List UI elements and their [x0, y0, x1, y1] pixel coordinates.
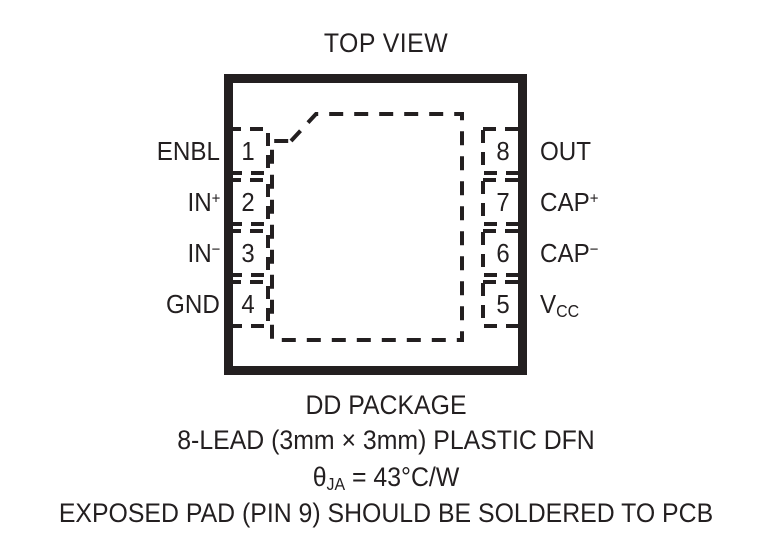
- diagram-title: TOP VIEW: [323, 28, 449, 58]
- package-left-rail: [224, 74, 233, 375]
- caption-exposed-pad-note: EXPOSED PAD (PIN 9) SHOULD BE SOLDERED T…: [58, 498, 714, 528]
- pin-label-in-plus-sup: +: [211, 189, 220, 208]
- pin-label-out-text: OUT: [540, 136, 592, 166]
- pin-number-8: 8: [496, 136, 510, 166]
- pin-label-in-minus-sup: −: [211, 240, 220, 259]
- caption-package-name: DD PACKAGE: [305, 390, 467, 420]
- pin-label-cap-plus: CAP+: [540, 180, 598, 224]
- pin-label-cap-minus: CAP−: [540, 231, 598, 275]
- theta-subscript: JA: [326, 473, 346, 494]
- pin-label-gnd-text: GND: [166, 289, 220, 319]
- pin-label-cap-plus-sup: +: [589, 189, 599, 208]
- pin-label-cap-minus-text: CAP: [540, 238, 590, 268]
- pin-label-out: OUT: [540, 129, 591, 173]
- pin-label-gnd: GND: [166, 282, 220, 326]
- theta-value: = 43°C/W: [345, 462, 460, 492]
- pin-label-vcc-text: V: [540, 289, 557, 319]
- package-body-outline: [224, 74, 527, 375]
- pin-number-5: 5: [496, 289, 510, 319]
- pin-label-vcc-sub: CC: [556, 300, 580, 321]
- pin-label-vcc: VCC: [540, 282, 579, 326]
- pin-number-2: 2: [241, 187, 255, 217]
- pin-label-cap-minus-sup: −: [589, 240, 599, 259]
- package-right-rail: [518, 74, 527, 375]
- pin-label-enbl-text: ENBL: [156, 136, 220, 166]
- pin-label-in-plus-text: IN: [187, 187, 212, 217]
- caption-package-spec: 8-LEAD (3mm × 3mm) PLASTIC DFN: [177, 425, 595, 455]
- pin-number-7: 7: [496, 187, 510, 217]
- pin-number-6: 6: [496, 238, 510, 268]
- pin-number-1: 1: [241, 136, 255, 166]
- pin-label-in-minus-text: IN: [187, 238, 212, 268]
- pin-label-cap-plus-text: CAP: [540, 187, 590, 217]
- caption-thermal-resistance: θJA = 43°C/W: [31, 462, 741, 493]
- pin-label-in-minus: IN−: [187, 231, 220, 275]
- theta-symbol: θ: [312, 462, 327, 492]
- exposed-pad-outline: [270, 112, 464, 342]
- pin-label-in-plus: IN+: [187, 180, 220, 224]
- pin-label-enbl: ENBL: [157, 129, 220, 173]
- pin-number-4: 4: [241, 289, 255, 319]
- pin-number-3: 3: [241, 238, 255, 268]
